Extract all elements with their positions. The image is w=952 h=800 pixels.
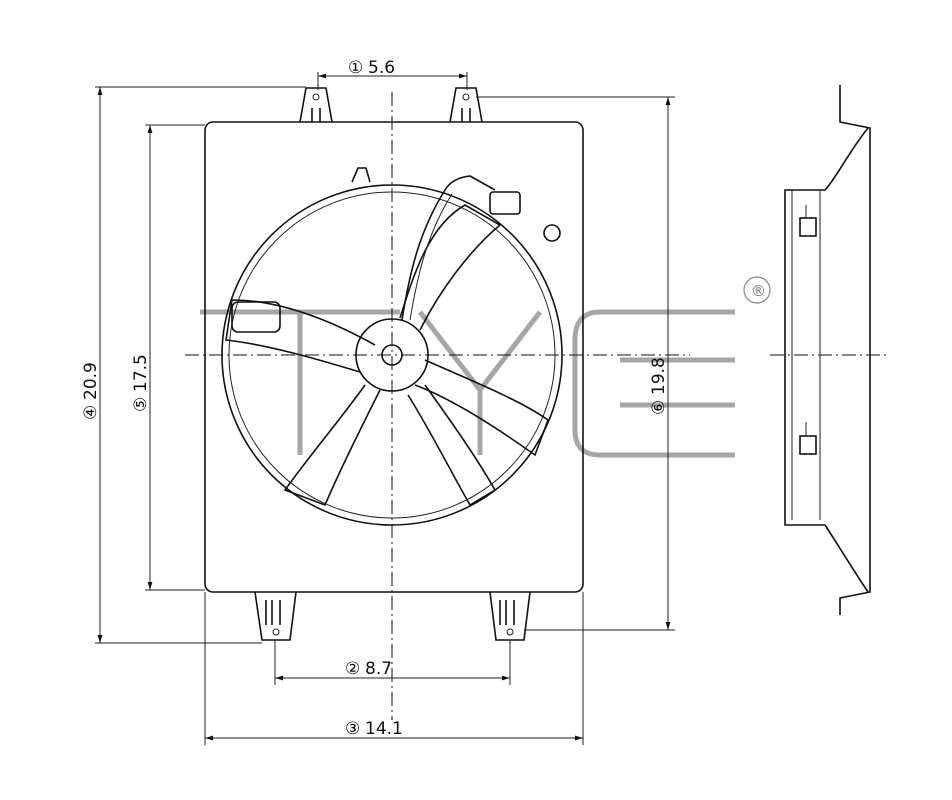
dim-3-callout: ③	[345, 719, 360, 739]
registered-mark: ®	[751, 282, 766, 300]
dim-6-callout: ⑥	[649, 400, 669, 415]
dim-3-value: 14.1	[365, 719, 403, 739]
dim-2-callout: ②	[345, 659, 360, 679]
registered-mark-icon	[743, 276, 771, 304]
dim-4-value: 20.9	[81, 362, 101, 400]
dim-1-value: 5.6	[368, 58, 395, 78]
fan-shroud	[204, 121, 584, 593]
dim-6-value: 19.8	[649, 357, 669, 395]
dim-4-callout: ④	[81, 405, 101, 420]
dim-1-callout: ①	[348, 58, 363, 78]
dim-5-callout: ⑤	[131, 397, 151, 412]
side-view	[784, 85, 871, 615]
dim-5-value: 17.5	[131, 354, 151, 392]
tyc-watermark-logo: ®	[200, 276, 771, 458]
dim-2-value: 8.7	[365, 659, 392, 679]
top-mounting-tabs	[299, 87, 483, 123]
connector	[489, 191, 521, 215]
